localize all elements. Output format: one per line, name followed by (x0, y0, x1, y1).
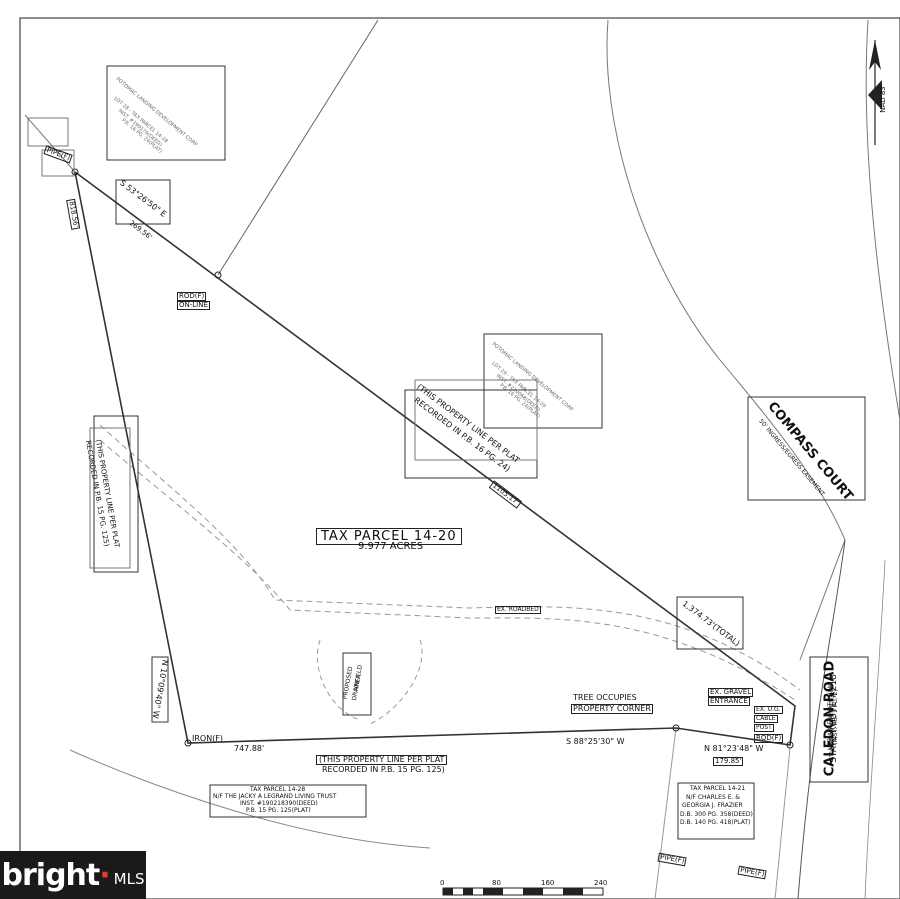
rod-se-label: ROD(F) (754, 734, 784, 743)
south-distance-2: 179.85' (713, 757, 744, 766)
west-bearing-box (151, 656, 169, 723)
caledon-road-edge-2 (864, 559, 886, 899)
adjoiner-southeast-box (677, 782, 755, 840)
compass-court-box (747, 396, 866, 501)
rod-online-label-1: ROD(F) (177, 292, 207, 301)
adjoiner-south-line-2: N/F THE JACKY A LEGRAND LIVING TRUST (213, 793, 337, 800)
south-distance: 747.88' (234, 744, 265, 753)
iron-sw-marker (184, 739, 192, 747)
compass-court-line-west (606, 19, 846, 661)
property-note-west-box (93, 415, 139, 573)
bright-mls-wordmark: bright· (1, 857, 111, 893)
adjoiner-south-box (209, 784, 367, 818)
nw-corner-box (27, 117, 69, 147)
roadbed-label: EX. ROADBED (495, 606, 541, 614)
caledon-road-edge (797, 539, 846, 899)
nw-corner-extension (24, 114, 76, 173)
parcel-title: TAX PARCEL 14-20 (316, 528, 462, 545)
ex-roadbed-north (99, 439, 796, 701)
property-note-west-box-2 (89, 427, 131, 569)
gravel-label-1: EX. GRAVEL (708, 688, 754, 697)
property-note-north-box-2 (414, 379, 538, 461)
ex-roadbed-south (99, 424, 801, 691)
cable-label-2: CABLE (754, 715, 778, 723)
adjoiner-se-line-4: D.B. 300 PG. 358(DEED) (680, 811, 753, 818)
total-dist-box (676, 596, 744, 650)
adjoiner-south-line-3: INST. #190218390(DEED) (240, 800, 318, 807)
adjoiner-se-line-5: D.B. 140 PG. 418(PLAT) (680, 819, 751, 826)
cable-label-3: POST (754, 724, 774, 732)
adjoiner-se-line-1: TAX PARCEL 14-21 (690, 785, 746, 792)
north-bearing-box (115, 179, 171, 225)
parcel-acres: 9.977 ACRES (358, 541, 424, 552)
scale-bar (442, 887, 604, 896)
south-arc (69, 749, 431, 849)
bright-mls-suffix: MLS (113, 870, 145, 888)
caledon-road-ref: (INST. P.B. 1 PG. 2) (831, 689, 839, 745)
adjoiner-south-line-1: TAX PARCEL 14-28 (250, 786, 306, 793)
note-south-line-1: (THIS PROPERTY LINE PER PLAT (316, 755, 448, 765)
note-south-line-2: RECORDED IN P.B. 15 PG. 125) (322, 765, 445, 774)
compass-court-line-east (865, 19, 900, 421)
tree-label-2: PROPERTY CORNER (571, 704, 653, 714)
bright-mls-logo: bright· MLS (0, 851, 146, 899)
caledon-road-box (809, 656, 869, 783)
drainfield-arc-1 (316, 639, 361, 721)
north-label: NAD 83 (878, 86, 887, 113)
south-bearing: S 88°25'30" W (566, 737, 625, 746)
pipe-nw-box (41, 149, 75, 177)
tree-corner-marker (672, 724, 680, 732)
adjoiner-north-center-box (483, 333, 603, 429)
scale-tick-160: 160 (541, 879, 555, 887)
rod-online-marker (214, 271, 222, 279)
adjoiner-south-line-4: P.B. 15 PG. 125(PLAT) (246, 807, 311, 814)
south-bearing-2: N 81°23'48" W (704, 744, 764, 753)
drainfield-arc-2 (369, 639, 423, 725)
gravel-label-2: ENTRANCE (708, 697, 750, 706)
pipe-nw-marker (71, 168, 79, 176)
rod-se-marker (786, 741, 794, 749)
iron-sw-label: IRON(F) (192, 734, 224, 743)
cable-label-1: EX. U.G. (754, 706, 783, 714)
adjoiner-nw-box (106, 65, 226, 161)
property-boundary (74, 171, 796, 746)
scale-tick-0: 0 (440, 879, 445, 887)
scale-tick-240: 240 (594, 879, 608, 887)
scale-tick-80: 80 (492, 879, 501, 887)
line-to-rod (217, 19, 379, 276)
north-arrow-icon (868, 40, 882, 145)
rod-online-label-2: ON-LINE (177, 301, 210, 310)
adjoiner-se-line-3: GEORGIA J. FRAZIER (682, 802, 743, 809)
adjoiner-se-line-2: N/F CHARLES E. & (686, 794, 740, 801)
sheet-border (19, 17, 900, 899)
southeast-leader (654, 727, 677, 899)
southeast-leader-2 (774, 747, 791, 899)
tree-label-1: TREE OCCUPIES (573, 693, 637, 702)
drainfield-box (342, 652, 372, 716)
